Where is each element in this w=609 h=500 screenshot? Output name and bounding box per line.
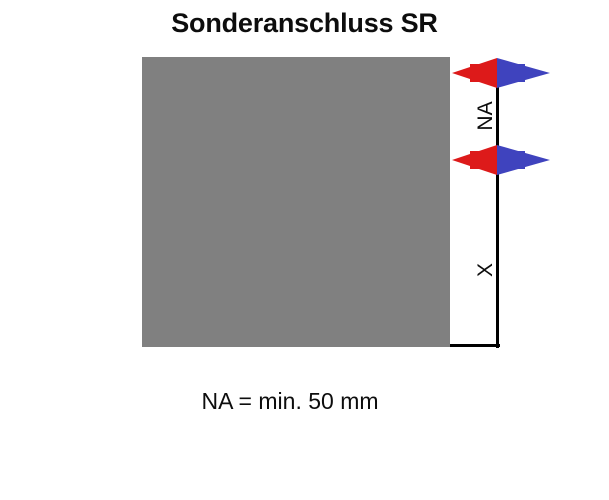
arrow-pair-middle bbox=[450, 142, 554, 178]
arrow-pair-top bbox=[450, 55, 554, 91]
diagram-title-text: Sonderanschluss SR bbox=[171, 8, 438, 38]
diagram-title: Sonderanschluss SR bbox=[0, 8, 609, 39]
vertical-dimension-line bbox=[496, 70, 499, 348]
arrow-left-red bbox=[452, 145, 497, 175]
diagram-caption: NA = min. 50 mm bbox=[201, 388, 379, 414]
arrow-left-red bbox=[452, 58, 497, 88]
dimension-label-x: X bbox=[474, 263, 497, 278]
dimension-label-na: NA bbox=[474, 101, 497, 131]
bottom-extension-line bbox=[450, 344, 500, 347]
arrow-right-blue bbox=[497, 145, 550, 175]
wall-panel bbox=[142, 57, 450, 347]
arrow-right-blue bbox=[497, 58, 550, 88]
